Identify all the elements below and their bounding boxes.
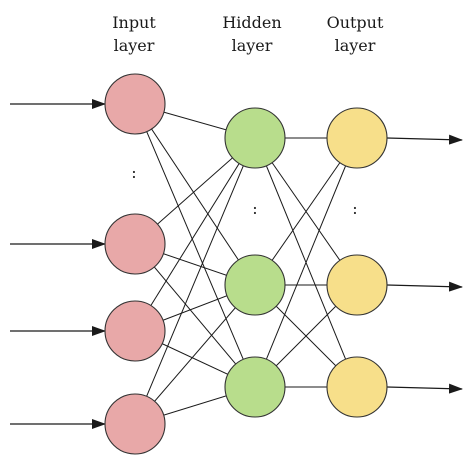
- edge-input-4-hidden-1: [134, 137, 256, 425]
- hidden-ellipsis: :: [252, 199, 257, 218]
- output-node-2: [326, 254, 388, 316]
- io-arrows: [10, 99, 463, 429]
- input-ellipsis: :: [131, 163, 136, 182]
- output-layer-label-line2: layer: [335, 36, 376, 55]
- edge-input-3-hidden-1: [134, 137, 256, 332]
- input-node-4: [104, 393, 166, 455]
- output-arrow-3: [386, 383, 463, 394]
- input-node-3: [104, 300, 166, 362]
- edge-input-1-hidden-2: [134, 103, 256, 286]
- output-ellipsis: :: [352, 199, 357, 218]
- input-layer-label-line1: Input: [112, 13, 156, 32]
- edge-input-2-hidden-3: [134, 243, 256, 388]
- output-arrow-2: [386, 281, 463, 292]
- hidden-layer-label-line1: Hidden: [222, 13, 281, 32]
- hidden-node-1: [224, 107, 286, 169]
- hidden-node-2: [224, 254, 286, 316]
- input-node-1: [104, 73, 166, 135]
- output-layer-label-line1: Output: [327, 13, 384, 32]
- edge-hidden-3-output-1: [254, 137, 358, 388]
- edge-input-4-hidden-2: [134, 284, 256, 425]
- edge-input-1-hidden-3: [134, 103, 256, 388]
- input-layer-label-line2: layer: [114, 36, 155, 55]
- input-node-2: [104, 213, 166, 275]
- hidden-layer-label-line2: layer: [232, 36, 273, 55]
- neuron-nodes: [104, 73, 388, 455]
- output-arrow-1: [386, 134, 463, 145]
- hidden-node-3: [224, 356, 286, 418]
- output-node-3: [326, 356, 388, 418]
- output-node-1: [326, 107, 388, 169]
